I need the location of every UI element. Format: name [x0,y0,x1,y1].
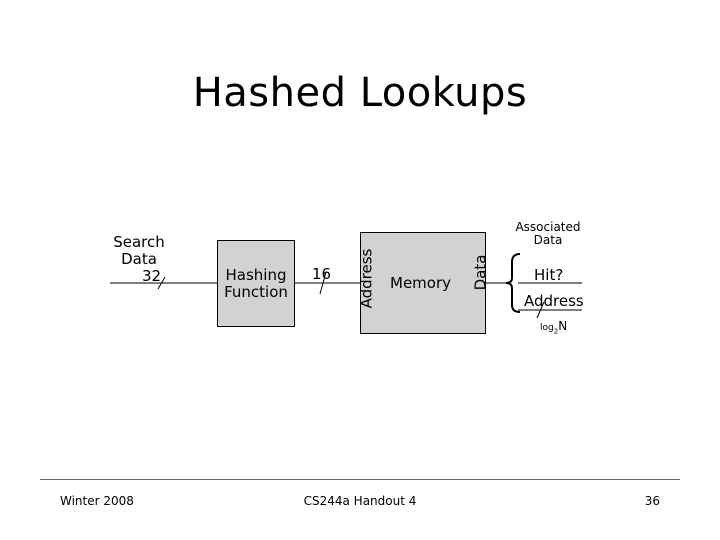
memory-label: Memory [390,274,452,292]
memory-data-port-label: Data [471,254,490,291]
address-width-subscript: 2 [553,327,559,336]
address-output-label: Address [524,292,584,310]
slide-title: Hashed Lookups [192,70,528,116]
address-width-log: log [540,323,554,333]
hashing-function-block [217,240,295,327]
footer-left: Winter 2008 [60,494,134,508]
hashing-function-label-line1: Hashing [225,266,287,284]
memory-address-port-label: Address [357,248,376,309]
footer-rule [40,479,680,480]
output-brace [505,253,521,313]
associated-data-label: Associated Data [512,221,584,247]
hashing-function-label: Hashing Function [217,267,295,301]
hashing-function-label-line2: Function [224,283,288,301]
hash-output-width-label: 16 [312,265,332,283]
search-data-label: Search Data [104,234,174,268]
address-width-var: N [558,319,568,333]
associated-data-label-line2: Data [533,233,563,247]
footer-center: CS244a Handout 4 [303,494,417,508]
page-number: 36 [644,494,660,508]
input-bus-width-tick [157,276,166,290]
search-data-label-line2: Data [121,250,157,268]
input-width-label: 32 [142,267,162,285]
hit-output-label: Hit? [534,266,564,284]
associated-data-label-line1: Associated [515,220,581,234]
memory-block [360,232,486,334]
hash-output-width-tick [319,271,327,295]
search-data-label-line1: Search [113,233,165,251]
address-output-width-label: log2N [540,319,567,338]
address-output-width-tick [536,301,545,319]
